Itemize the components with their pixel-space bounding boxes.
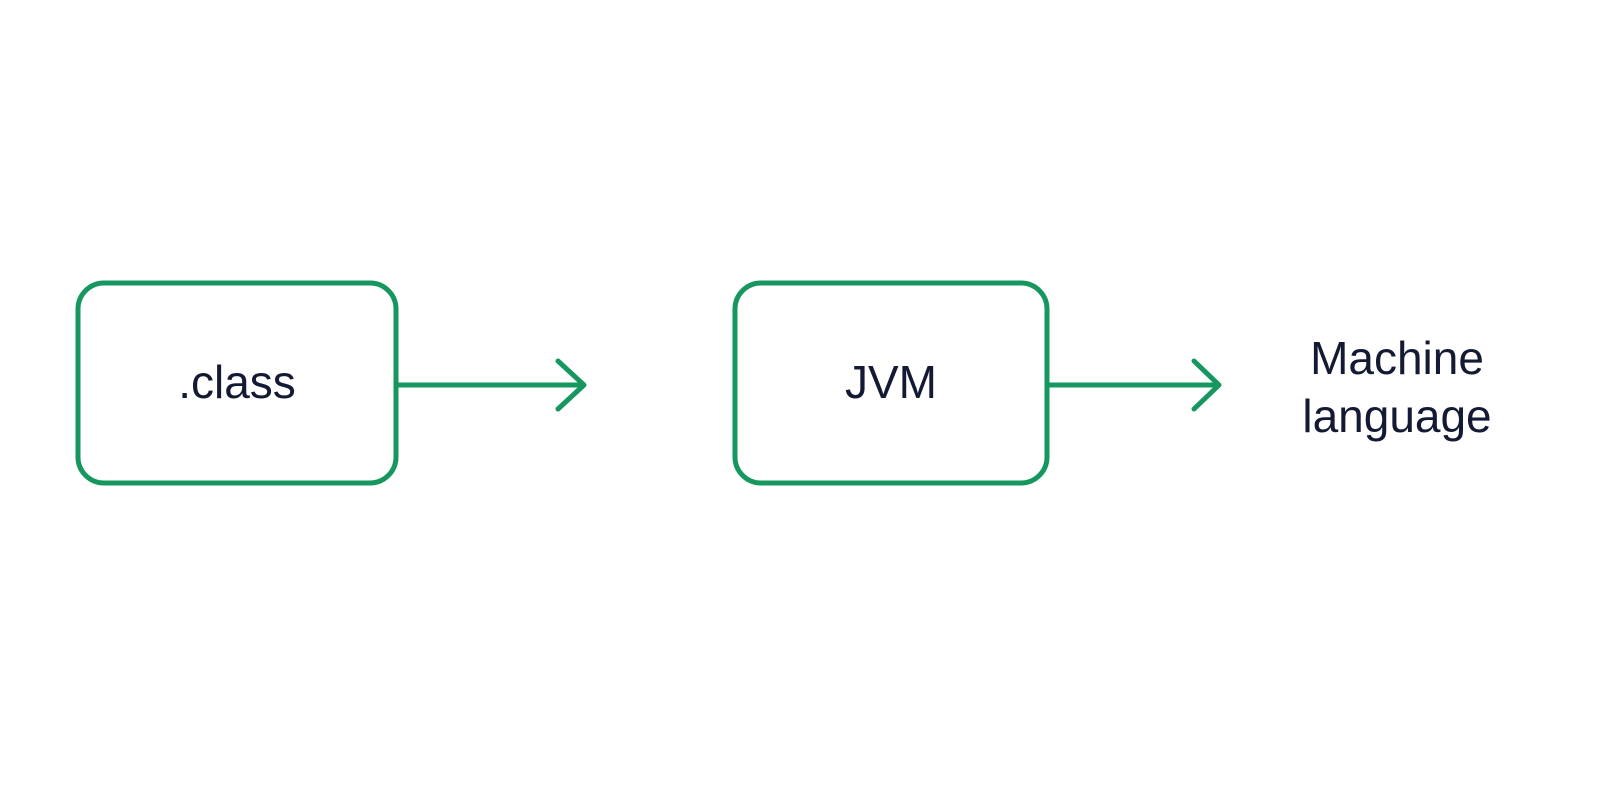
class-file-box [75,280,399,486]
machine-language-label-line1: Machine [1310,332,1484,384]
machine-language-label-line2: language [1302,390,1491,442]
jvm-box [732,280,1050,486]
arrow-class-to-jvm [395,358,587,412]
arrow-2-head [1191,358,1222,412]
jvm-node: JVM [732,280,1050,486]
machine-language-node: Machine language [1302,332,1491,442]
arrow-1-head [555,358,587,412]
class-file-label: .class [178,356,296,408]
class-file-node: .class [75,280,399,486]
arrow-jvm-to-machine-language [1046,358,1222,412]
jvm-label: JVM [845,356,937,408]
